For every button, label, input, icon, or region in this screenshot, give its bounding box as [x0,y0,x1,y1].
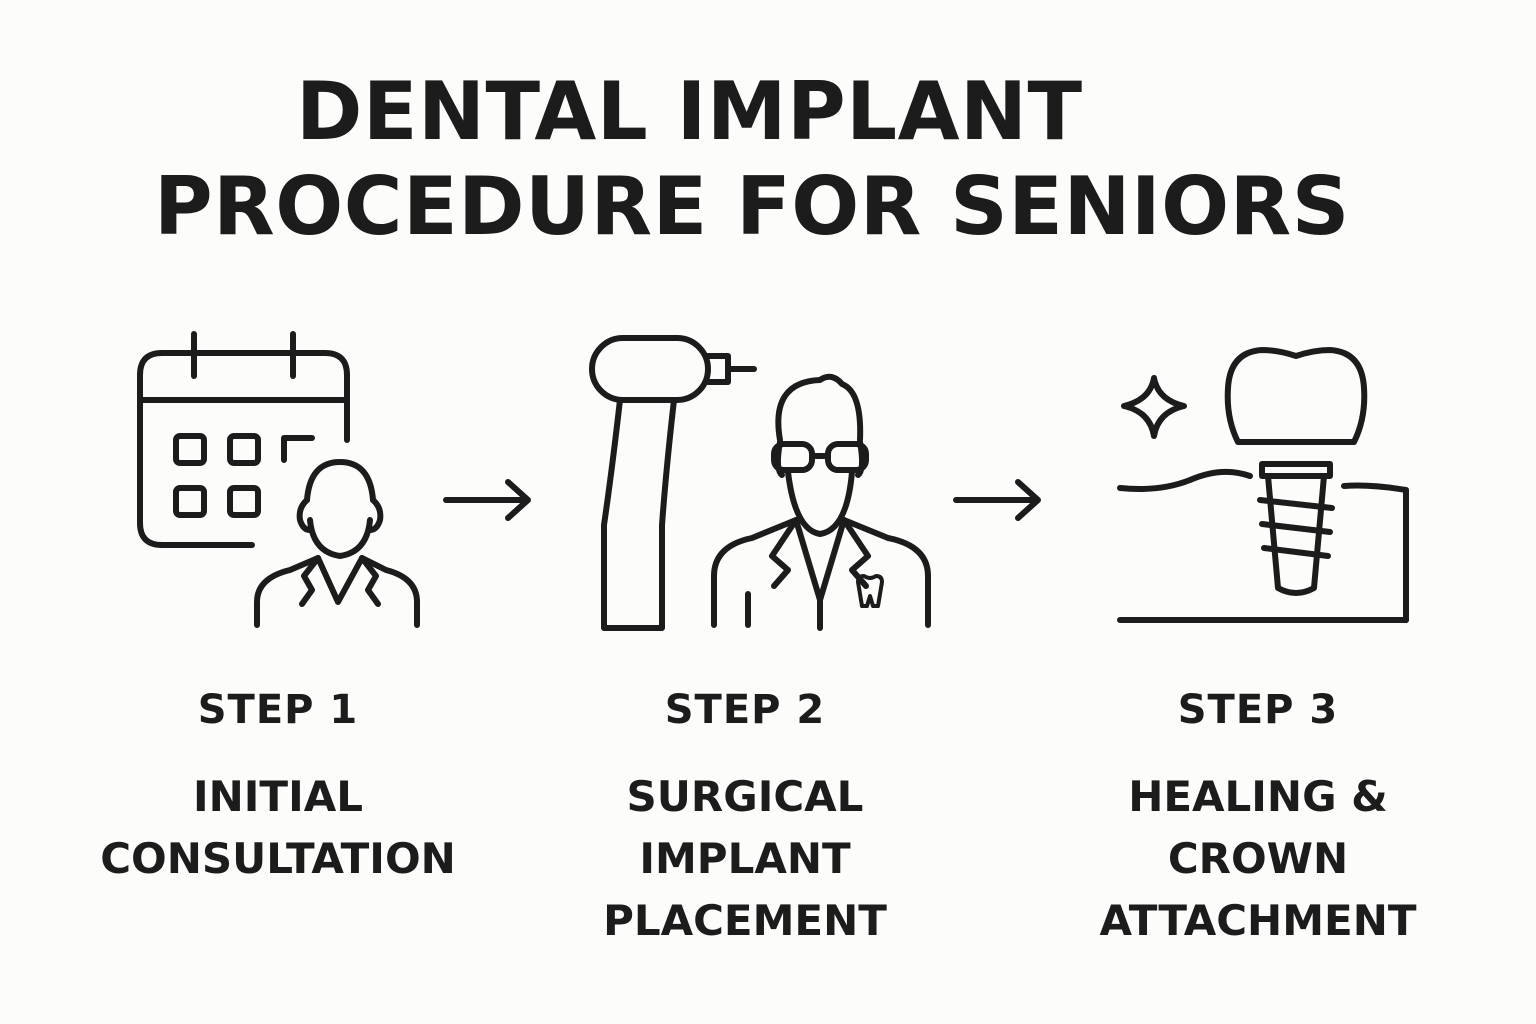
dentist-glasses-icon [711,373,931,631]
page-title-line-1: DENTAL IMPLANT [296,65,1083,158]
step-2-label: SURGICAL IMPLANT PLACEMENT [545,766,945,952]
step-2: STEP 2 SURGICAL IMPLANT PLACEMENT [545,690,945,952]
step-1: STEP 1 INITIAL CONSULTATION [78,690,478,890]
step-1-number: STEP 1 [197,687,359,733]
implant-icon [1257,461,1335,596]
step-3: STEP 3 HEALING & CROWN ATTACHMENT [1058,690,1458,952]
calendar-icon [137,331,350,548]
gum-icon [1117,468,1409,623]
step-2-number: STEP 2 [664,687,826,733]
dentist-icon [254,459,420,628]
page-title-line-2: PROCEDURE FOR SENIORS [154,160,1350,253]
crown-icon [1224,347,1368,445]
step-3-label-line: ATTACHMENT [1099,896,1417,945]
step-1-label-line: INITIAL [193,772,363,821]
step-1-label: INITIAL CONSULTATION [78,766,478,890]
step-3-number: STEP 3 [1177,687,1339,733]
step-1-label-line: CONSULTATION [100,834,456,883]
sparkle-icon [1121,375,1187,439]
step-2-label-line: IMPLANT [639,834,851,883]
step-3-label-line: HEALING & [1128,772,1388,821]
step-3-label: HEALING & CROWN ATTACHMENT [1058,766,1458,952]
dental-drill-icon [589,335,757,631]
step-2-label-line: SURGICAL [626,772,864,821]
step-2-label-line: PLACEMENT [603,896,887,945]
step-3-label-line: CROWN [1167,834,1349,883]
